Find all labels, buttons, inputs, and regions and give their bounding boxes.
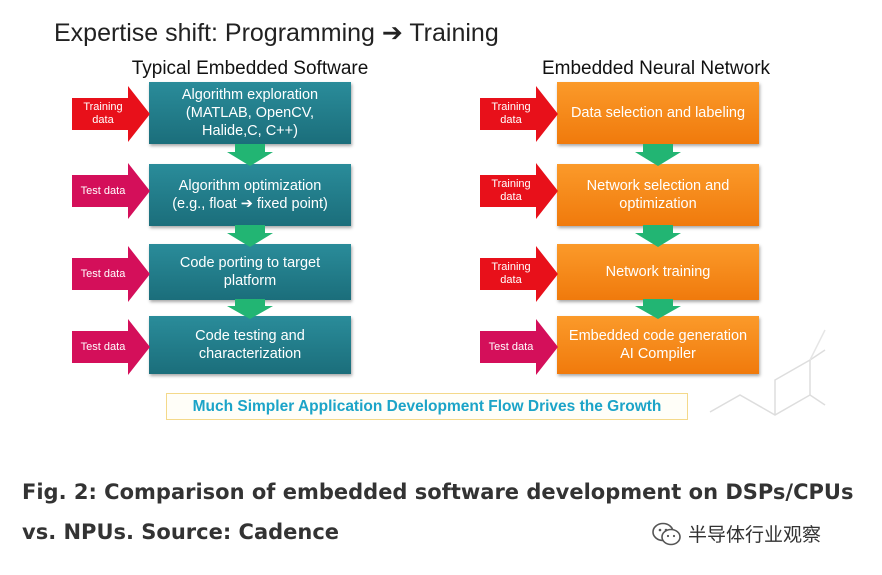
right-column-header: Embedded Neural Network (541, 58, 771, 79)
right-step-2: Network selection and optimization (557, 164, 759, 226)
right-input-arrow-2: Training data (480, 163, 558, 219)
left-input-label-1: Training data (83, 101, 123, 126)
right-flow-arrow-1 (635, 144, 681, 166)
right-flow-arrow-3 (635, 299, 681, 319)
left-input-arrow-3: Test data (72, 246, 150, 302)
hexagon-decoration (709, 329, 826, 416)
wechat-icon (652, 522, 681, 545)
right-input-label-4: Test data (488, 340, 534, 353)
figure-caption: Fig. 2: Comparison of embedded software … (22, 480, 854, 544)
right-flow-arrow-2 (635, 225, 681, 247)
right-step-1: Data selection and labeling (557, 82, 759, 144)
watermark: 半导体行业观察 (652, 520, 821, 547)
right-input-label-3: Training data (491, 261, 531, 286)
left-step-1: Algorithm exploration (MATLAB, OpenCV, H… (149, 82, 351, 144)
right-input-label-2: Training data (491, 178, 531, 203)
left-input-label-4: Test data (80, 340, 126, 353)
growth-banner: Much Simpler Application Development Flo… (166, 393, 688, 420)
left-input-label-3: Test data (80, 267, 126, 280)
left-input-arrow-4: Test data (72, 319, 150, 375)
left-input-arrow-2: Test data (72, 163, 150, 219)
right-input-arrow-4: Test data (480, 319, 558, 375)
right-input-label-1: Training data (491, 101, 531, 126)
left-step-4: Code testing and characterization (149, 316, 351, 374)
right-step-4: Embedded code generation AI Compiler (557, 316, 759, 374)
left-step-2: Algorithm optimization (e.g., float ➔ fi… (149, 164, 351, 226)
right-step-3: Network training (557, 244, 759, 300)
left-column-header: Typical Embedded Software (131, 58, 369, 79)
left-flow-arrow-3 (227, 299, 273, 319)
left-step-3: Code porting to target platform (149, 244, 351, 300)
left-input-arrow-1: Training data (72, 86, 150, 142)
left-flow-arrow-1 (227, 144, 273, 166)
left-flow-arrow-2 (227, 225, 273, 247)
diagram-title: Expertise shift: Programming ➔ Training (54, 19, 499, 47)
diagram-slide: Expertise shift: Programming ➔ Training … (54, 19, 826, 420)
right-input-arrow-3: Training data (480, 246, 558, 302)
watermark-text: 半导体行业观察 (688, 525, 822, 546)
left-input-label-2: Test data (80, 184, 126, 197)
right-input-arrow-1: Training data (480, 86, 558, 142)
